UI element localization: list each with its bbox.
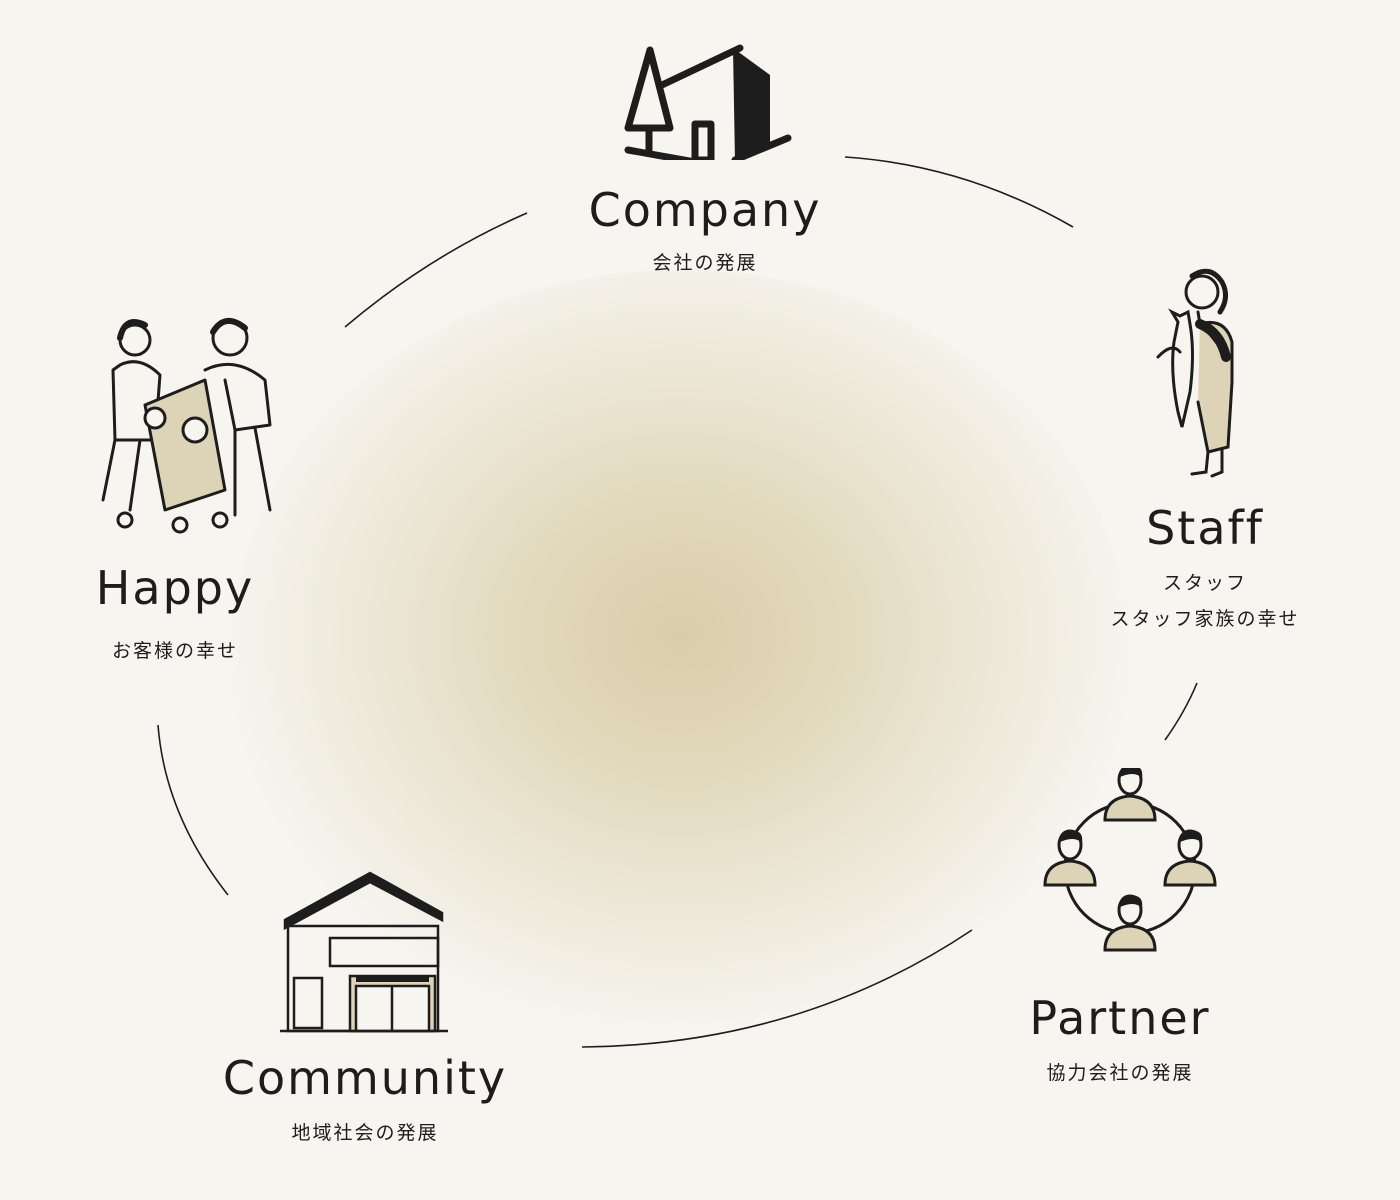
arc-happy-company [344,212,528,328]
partner-network-icon [1043,768,1217,952]
arc-partner-community [581,929,973,1048]
partner-title: Partner [1029,991,1211,1045]
staff-subtitle-line2: スタッフ家族の幸せ [1110,608,1300,630]
community-subtitle: 地域社会の発展 [291,1122,439,1144]
node-community: Community 地域社会の発展 [200,1055,530,1151]
staff-title: Staff [1146,501,1264,555]
woman-holding-cat-icon [1156,268,1234,478]
company-subtitle: 会社の発展 [652,252,758,274]
node-staff: Staff スタッフ スタッフ家族の幸せ [1070,505,1340,637]
partner-subtitle: 協力会社の発展 [1046,1062,1194,1084]
happy-title: Happy [95,561,255,615]
house-with-tree-icon [624,44,792,160]
center-glow [230,270,1130,1030]
arc-staff-partner [1164,682,1198,741]
arc-company-staff [844,156,1074,228]
node-happy: Happy お客様の幸せ [60,565,290,669]
node-company: Company 会社の発展 [560,187,850,281]
node-partner: Partner 協力会社の発展 [990,995,1250,1091]
family-with-stroller-icon [101,318,272,534]
townhouse-icon [280,871,448,1033]
happy-subtitle: お客様の幸せ [111,640,238,662]
staff-subtitle-line1: スタッフ [1162,572,1247,594]
community-title: Community [222,1051,508,1105]
arc-community-happy [157,724,229,896]
person-icon [1103,768,1157,822]
company-title: Company [588,183,822,237]
